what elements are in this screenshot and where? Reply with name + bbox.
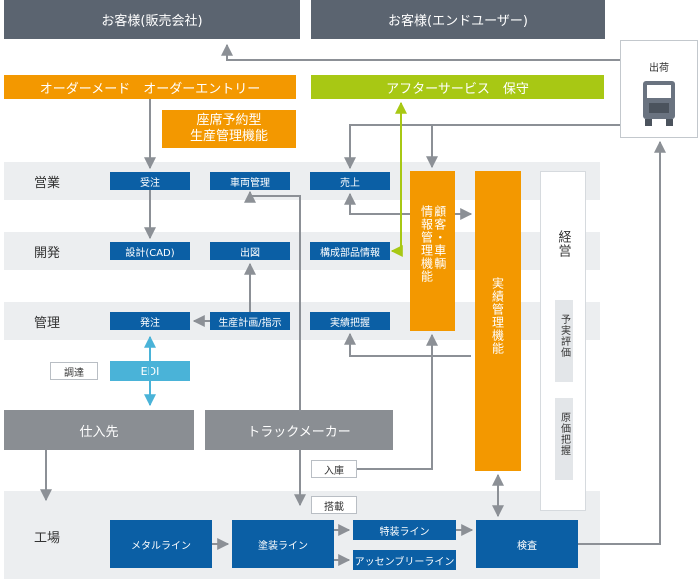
procurement-tag: 調達 [50, 362, 98, 380]
truck-wheel-right [666, 119, 673, 126]
management-label: 経営 [541, 230, 585, 258]
cost-tracking-box: 原価把握 [555, 398, 573, 480]
results-tracking-box: 実績把握 [310, 312, 390, 330]
budget-evaluation-box: 予実評価 [555, 300, 573, 382]
drawing-release-box: 出図 [210, 242, 290, 260]
truck-wheel-left [645, 119, 652, 126]
truck-grille [649, 103, 669, 113]
purchase-order-box: 発注 [110, 312, 190, 330]
inspection-box: 検査 [476, 520, 578, 568]
supplier-box: 仕入先 [4, 410, 194, 450]
special-line-box: 特装ライン [353, 520, 456, 540]
truck-maker-box: トラックメーカー [205, 410, 393, 450]
vehicle-management-box: 車両管理 [210, 172, 290, 190]
cost-tracking-label: 原価把握 [558, 412, 570, 456]
results-management-function: 実績管理機能 [475, 171, 521, 471]
arrow-results-tracking [344, 332, 471, 357]
painting-line-box: 塗装ライン [232, 520, 334, 568]
arrow-shipping-to-sales-company [221, 43, 620, 61]
arrow-info-to-sales [344, 192, 410, 215]
arrow-receiving-to-results [357, 333, 438, 470]
assembly-line-box: アッセンブリーライン [353, 550, 456, 570]
truck-icon [643, 81, 675, 126]
order-made-banner: オーダーメード オーダーエントリー [4, 75, 296, 99]
seat-reservation-function: 座席予約型 生産管理機能 [162, 110, 296, 148]
design-cad-box: 設計(CAD) [110, 242, 190, 260]
management-panel: 経営 予実評価 原価把握 [540, 171, 586, 511]
arrow-after-service-link [390, 101, 407, 257]
customer-end-user: お客様(エンドユーザー) [311, 0, 605, 39]
mounting-tag: 搭載 [311, 496, 357, 514]
customer-sales-company: お客様(販売会社) [4, 0, 300, 39]
seat-reservation-line2: 生産管理機能 [189, 129, 268, 144]
sales-entry-box: 売上 [310, 172, 390, 190]
results-management-label: 実績管理機能 [490, 277, 505, 355]
seat-reservation-line1: 座席予約型 [196, 113, 262, 129]
management-label-text: 経営 [555, 230, 571, 258]
arrow-inspection-to-shipping [578, 140, 666, 545]
label-management: 管理 [34, 316, 61, 331]
component-info-box: 構成部品情報 [310, 242, 390, 260]
shipping-card: 出荷 [620, 40, 698, 138]
arrow-vehicle-mgmt-from-maker [244, 190, 301, 412]
budget-evaluation-label: 予実評価 [558, 314, 570, 358]
after-service-banner: アフターサービス 保守 [311, 75, 604, 99]
production-plan-box: 生産計画/指示 [210, 312, 290, 330]
customer-vehicle-col1: 情報管理機能 [419, 205, 434, 283]
label-factory: 工場 [34, 531, 61, 546]
truck-windshield [647, 85, 671, 98]
metal-line-box: メタルライン [110, 520, 212, 568]
customer-vehicle-col2: 顧客・車輌 [432, 205, 447, 270]
customer-vehicle-info-function: 顧客・車輌 情報管理機能 [410, 171, 455, 331]
receiving-tag: 入庫 [311, 460, 357, 478]
order-receipt-box: 受注 [110, 172, 190, 190]
arrow-customer-feedback [344, 124, 620, 170]
label-development: 開発 [34, 246, 61, 261]
shipping-label: 出荷 [649, 63, 669, 74]
label-sales: 営業 [34, 176, 61, 191]
